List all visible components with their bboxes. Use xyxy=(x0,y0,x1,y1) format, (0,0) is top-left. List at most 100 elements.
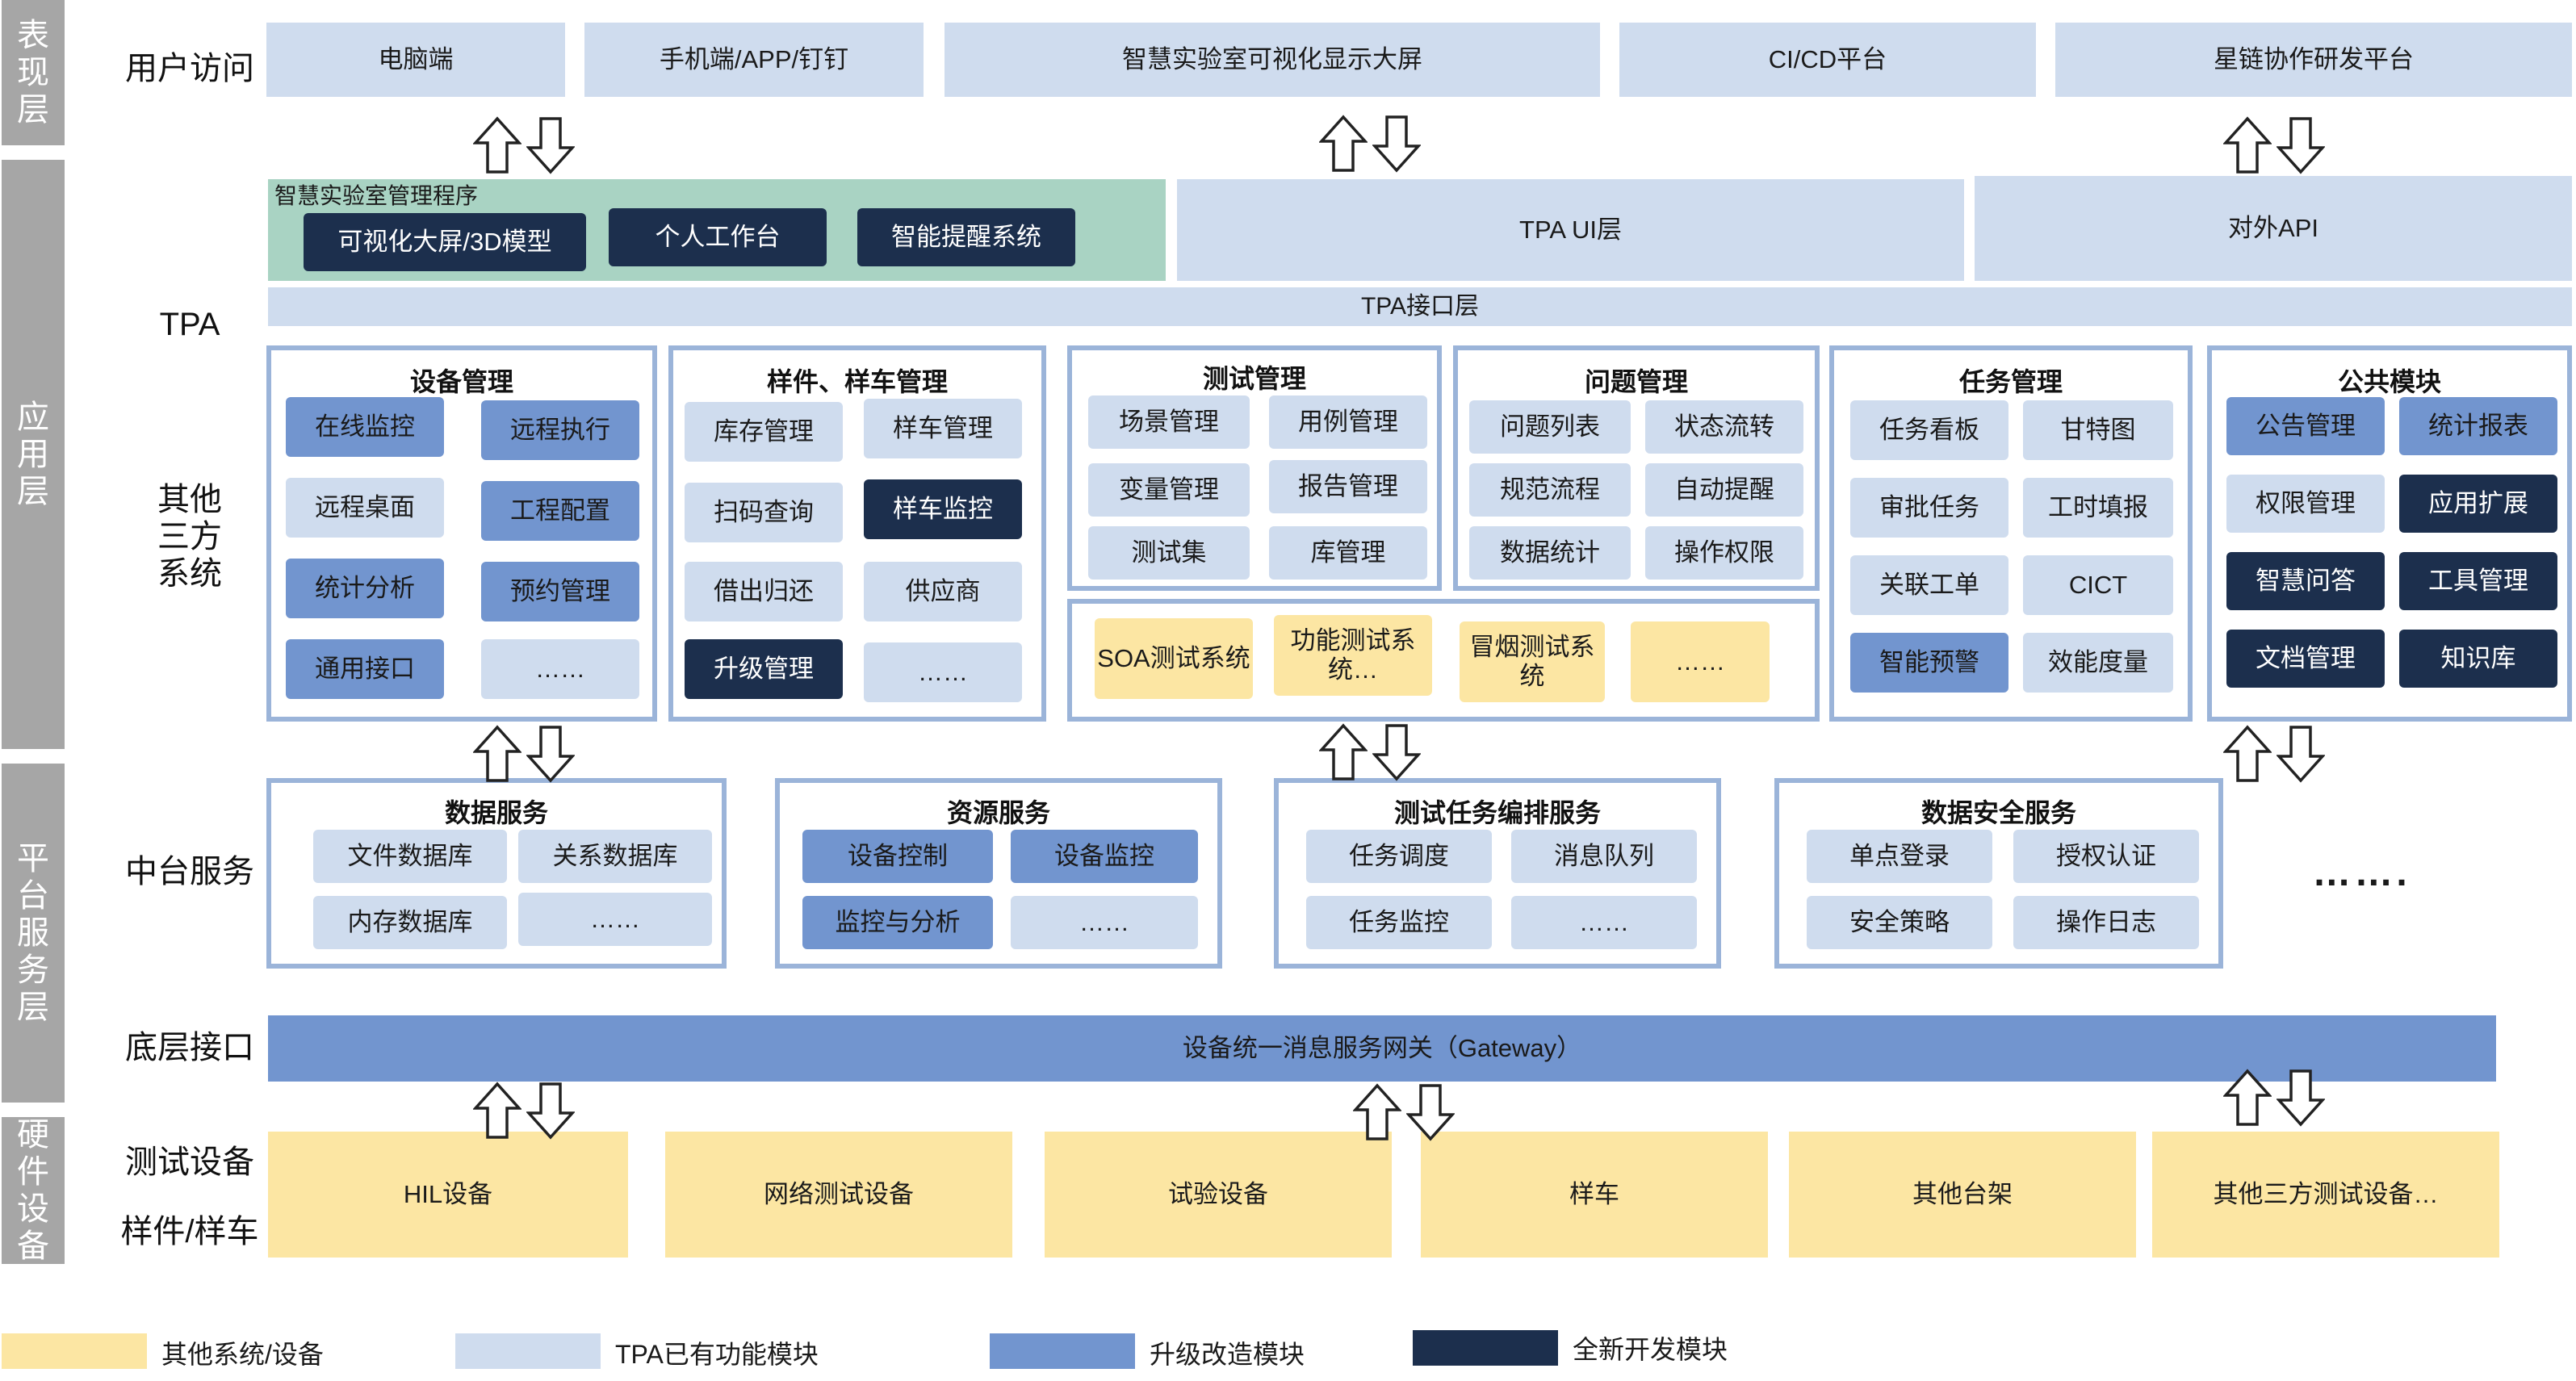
issue-list: 问题列表 xyxy=(1469,400,1631,454)
service-orchestration: 测试任务编排服务 任务调度 消息队列 任务监控 …… xyxy=(1274,778,1721,969)
service-orchestration-title: 测试任务编排服务 xyxy=(1393,798,1601,827)
device-trial: 试验设备 xyxy=(1045,1132,1392,1258)
arrows-gw-middle xyxy=(1353,1083,1455,1141)
security-policy: 安全策略 xyxy=(1807,896,1992,949)
module-public-title: 公共模块 xyxy=(2337,367,2441,396)
data-relational-db: 关系数据库 xyxy=(518,830,712,883)
layer-hardware: 硬件设备 xyxy=(2,1117,65,1264)
module-issue-title: 问题管理 xyxy=(1584,367,1688,396)
public-knowledge-base: 知识库 xyxy=(2399,630,2557,688)
third-smoke-test: 冒烟测试系统 xyxy=(1460,621,1605,702)
up-arrow-icon xyxy=(2223,1069,2272,1126)
arrows-access-left xyxy=(473,116,575,174)
module-public: 公共模块 公告管理 统计报表 权限管理 应用扩展 智慧问答 工具管理 文档管理 … xyxy=(2207,345,2572,722)
sample-inventory: 库存管理 xyxy=(685,402,843,462)
down-arrow-icon xyxy=(526,117,575,174)
module-test-title: 测试管理 xyxy=(1202,364,1306,393)
service-data-title: 数据服务 xyxy=(444,798,548,827)
module-issue: 问题管理 问题列表 状态流转 规范流程 自动提醒 数据统计 操作权限 xyxy=(1453,345,1820,591)
lab-program-title: 智慧实验室管理程序 xyxy=(274,183,479,208)
sample-car-manage: 样车管理 xyxy=(864,399,1022,458)
down-arrow-icon xyxy=(2277,117,2325,174)
public-app-extension: 应用扩展 xyxy=(2399,475,2557,533)
arrows-app-middle xyxy=(1319,723,1421,781)
up-arrow-icon xyxy=(1353,1083,1401,1140)
device-project-config: 工程配置 xyxy=(481,481,639,541)
row-label-middle: 中台服务 xyxy=(125,854,254,889)
orch-task-monitor: 任务监控 xyxy=(1306,896,1492,949)
row-label-tpa: TPA xyxy=(159,307,220,342)
resource-more: …… xyxy=(1011,896,1198,949)
arrows-access-right xyxy=(2223,116,2325,174)
access-collab: 星链协作研发平台 xyxy=(2055,23,2572,97)
task-cict: CICT xyxy=(2023,555,2173,615)
device-online-monitor: 在线监控 xyxy=(286,397,444,457)
lab-program-panel: 智慧实验室管理程序 可视化大屏/3D模型 个人工作台 智能提醒系统 xyxy=(268,179,1166,281)
module-device: 设备管理 在线监控 远程执行 远程桌面 工程配置 统计分析 预约管理 通用接口 … xyxy=(266,345,657,722)
task-linked-ticket: 关联工单 xyxy=(1850,555,2008,615)
module-device-title: 设备管理 xyxy=(409,367,513,396)
row-label-user-access: 用户访问 xyxy=(125,51,254,86)
access-cicd: CI/CD平台 xyxy=(1619,23,2036,97)
access-pc: 电脑端 xyxy=(266,23,565,97)
task-board: 任务看板 xyxy=(1850,400,2008,460)
security-op-log: 操作日志 xyxy=(2013,896,2199,949)
sample-more: …… xyxy=(864,642,1022,702)
layer-hardware-label: 硬件设备 xyxy=(17,1117,49,1264)
access-mobile: 手机端/APP/钉钉 xyxy=(584,23,924,97)
arrows-access-middle xyxy=(1319,115,1421,173)
down-arrow-icon xyxy=(2277,726,2325,783)
test-set: 测试集 xyxy=(1088,526,1250,580)
public-notice: 公告管理 xyxy=(2226,397,2385,455)
layer-application-label: 应用层 xyxy=(17,400,49,509)
service-security: 数据安全服务 单点登录 授权认证 安全策略 操作日志 xyxy=(1774,778,2223,969)
arrows-gw-right xyxy=(2223,1069,2325,1127)
test-variable: 变量管理 xyxy=(1088,463,1250,517)
legend-swatch-other xyxy=(2,1333,147,1369)
layer-platform: 平台服务层 xyxy=(2,764,65,1103)
service-resource: 资源服务 设备控制 设备监控 监控与分析 …… xyxy=(775,778,1222,969)
up-arrow-icon xyxy=(2223,116,2272,174)
task-smart-alert: 智能预警 xyxy=(1850,633,2008,693)
lab-item-workbench: 个人工作台 xyxy=(609,208,827,266)
up-arrow-icon xyxy=(2223,725,2272,782)
up-arrow-icon xyxy=(473,116,521,174)
orch-message-queue: 消息队列 xyxy=(1511,830,1697,883)
issue-data-stat: 数据统计 xyxy=(1469,526,1631,580)
service-security-title: 数据安全服务 xyxy=(1920,798,2076,827)
sample-car-monitor: 样车监控 xyxy=(864,479,1022,539)
device-other-bench: 其他台架 xyxy=(1789,1132,2136,1258)
up-arrow-icon xyxy=(473,725,521,782)
row-label-bottom-iface: 底层接口 xyxy=(125,1030,254,1065)
device-remote-exec: 远程执行 xyxy=(481,400,639,460)
device-network-test: 网络测试设备 xyxy=(665,1132,1012,1258)
security-sso: 单点登录 xyxy=(1807,830,1992,883)
device-hil: HIL设备 xyxy=(268,1132,628,1258)
device-more: …… xyxy=(481,639,639,699)
orch-task-schedule: 任务调度 xyxy=(1306,830,1492,883)
external-api: 对外API xyxy=(1975,176,2572,281)
lab-item-reminder: 智能提醒系统 xyxy=(857,208,1075,266)
module-task: 任务管理 任务看板 甘特图 审批任务 工时填报 关联工单 CICT 智能预警 效… xyxy=(1829,345,2193,722)
resource-device-monitor: 设备监控 xyxy=(1011,830,1198,883)
device-statistics: 统计分析 xyxy=(286,559,444,618)
resource-analysis: 监控与分析 xyxy=(802,896,993,949)
data-more: …… xyxy=(518,893,712,946)
security-auth: 授权认证 xyxy=(2013,830,2199,883)
legend-swatch-new xyxy=(1413,1330,1558,1366)
legend-label-existing: TPA已有功能模块 xyxy=(615,1340,819,1369)
issue-state-flow: 状态流转 xyxy=(1645,400,1803,454)
legend-label-upgrade: 升级改造模块 xyxy=(1150,1340,1305,1369)
row-label-test-device: 测试设备 xyxy=(125,1145,254,1180)
sample-scan-query: 扫码查询 xyxy=(685,483,843,542)
module-test: 测试管理 场景管理 用例管理 变量管理 报告管理 测试集 库管理 xyxy=(1067,345,1442,591)
access-big-screen: 智慧实验室可视化显示大屏 xyxy=(945,23,1600,97)
module-task-title: 任务管理 xyxy=(1958,367,2063,396)
down-arrow-icon xyxy=(1372,115,1421,173)
legend-swatch-upgrade xyxy=(990,1333,1135,1369)
third-soa-test: SOA测试系统 xyxy=(1095,618,1253,699)
legend-swatch-existing xyxy=(455,1333,601,1369)
test-scene: 场景管理 xyxy=(1088,395,1250,449)
issue-process: 规范流程 xyxy=(1469,463,1631,517)
public-tool-manage: 工具管理 xyxy=(2399,552,2557,610)
